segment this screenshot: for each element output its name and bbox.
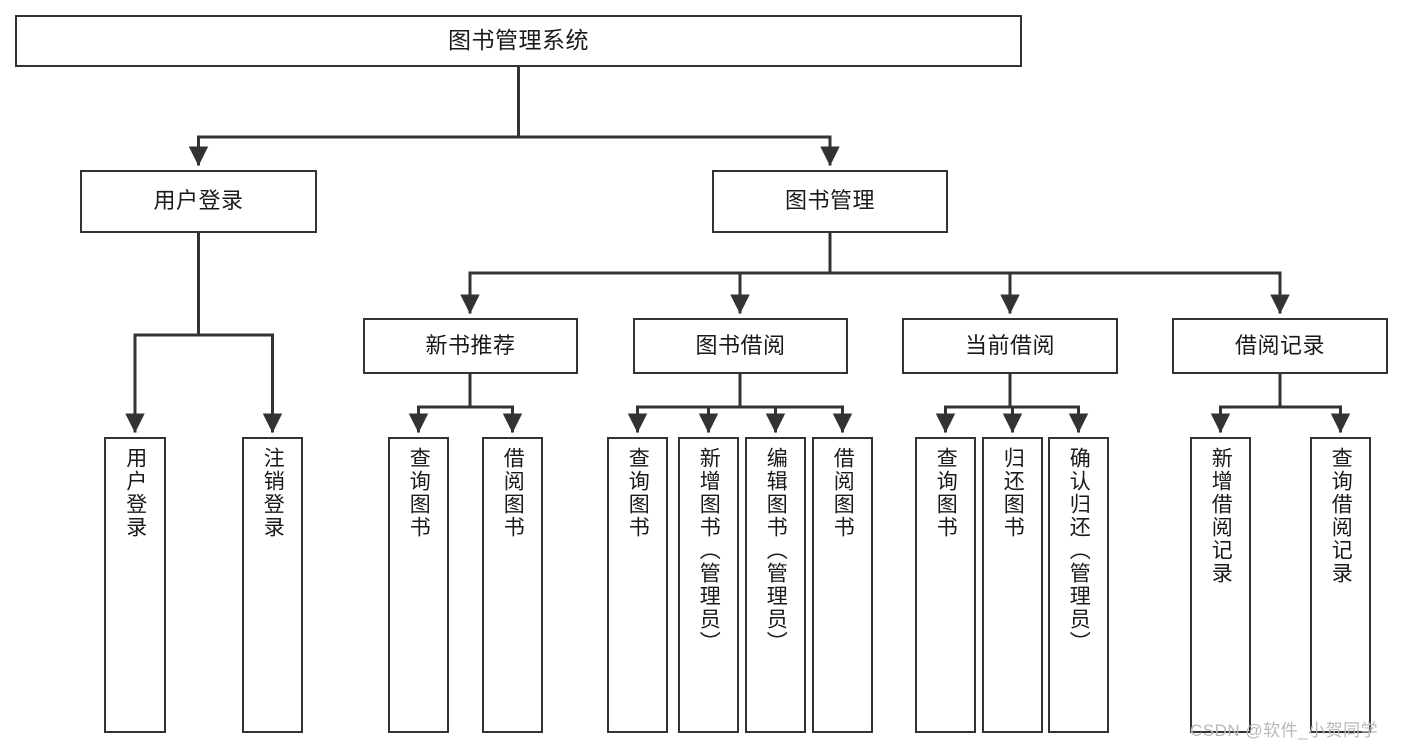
leaf-user-login[interactable]: 用户登录 bbox=[104, 437, 166, 733]
node-label: 查询图书 bbox=[407, 447, 431, 539]
node-book-management[interactable]: 图书管理 bbox=[712, 170, 948, 233]
node-label: 图书管理 bbox=[784, 188, 875, 214]
leaf-borrow-book[interactable]: 借阅图书 bbox=[812, 437, 873, 733]
leaf-query-borrow-record[interactable]: 查询借阅记录 bbox=[1310, 437, 1371, 733]
leaf-return-book[interactable]: 归还图书 bbox=[982, 437, 1043, 733]
node-label: 图书借阅 bbox=[695, 332, 786, 358]
node-label: 图书管理系统 bbox=[448, 27, 589, 54]
node-new-book-recommendation[interactable]: 新书推荐 bbox=[363, 318, 578, 374]
leaf-query-book-borrow[interactable]: 查询图书 bbox=[607, 437, 668, 733]
node-label: 查询图书 bbox=[626, 447, 650, 539]
node-label: 新增借阅记录 bbox=[1209, 447, 1233, 585]
leaf-borrow-book-rec[interactable]: 借阅图书 bbox=[482, 437, 543, 733]
leaf-confirm-return-admin[interactable]: 确认归还（管理员） bbox=[1048, 437, 1109, 733]
node-current-borrowing[interactable]: 当前借阅 bbox=[902, 318, 1118, 374]
leaf-logout[interactable]: 注销登录 bbox=[242, 437, 303, 733]
node-label: 归还图书 bbox=[1001, 447, 1025, 539]
leaf-add-book-admin[interactable]: 新增图书（管理员） bbox=[678, 437, 739, 733]
node-label: 借阅图书 bbox=[831, 447, 855, 539]
leaf-edit-book-admin[interactable]: 编辑图书（管理员） bbox=[745, 437, 806, 733]
node-borrowing-record[interactable]: 借阅记录 bbox=[1172, 318, 1388, 374]
csdn-watermark: CSDN @软件_小贺同学 bbox=[1190, 721, 1379, 740]
node-label: 注销登录 bbox=[261, 447, 285, 539]
leaf-query-book-current[interactable]: 查询图书 bbox=[915, 437, 976, 733]
node-label: 借阅图书 bbox=[501, 447, 525, 539]
node-label: 确认归还（管理员） bbox=[1067, 447, 1091, 654]
node-book-borrowing[interactable]: 图书借阅 bbox=[633, 318, 848, 374]
node-label: 查询借阅记录 bbox=[1329, 447, 1353, 585]
node-label: 借阅记录 bbox=[1234, 332, 1325, 358]
node-label: 用户登录 bbox=[153, 188, 244, 214]
node-user-login[interactable]: 用户登录 bbox=[80, 170, 317, 233]
node-label: 查询图书 bbox=[934, 447, 958, 539]
node-label: 用户登录 bbox=[123, 447, 147, 539]
node-book-management-system[interactable]: 图书管理系统 bbox=[15, 15, 1022, 67]
leaf-query-book-rec[interactable]: 查询图书 bbox=[388, 437, 449, 733]
node-label: 新增图书（管理员） bbox=[697, 447, 721, 654]
node-label: 编辑图书（管理员） bbox=[764, 447, 788, 654]
node-label: 当前借阅 bbox=[964, 332, 1055, 358]
node-label: 新书推荐 bbox=[425, 332, 516, 358]
leaf-add-borrow-record[interactable]: 新增借阅记录 bbox=[1190, 437, 1251, 733]
